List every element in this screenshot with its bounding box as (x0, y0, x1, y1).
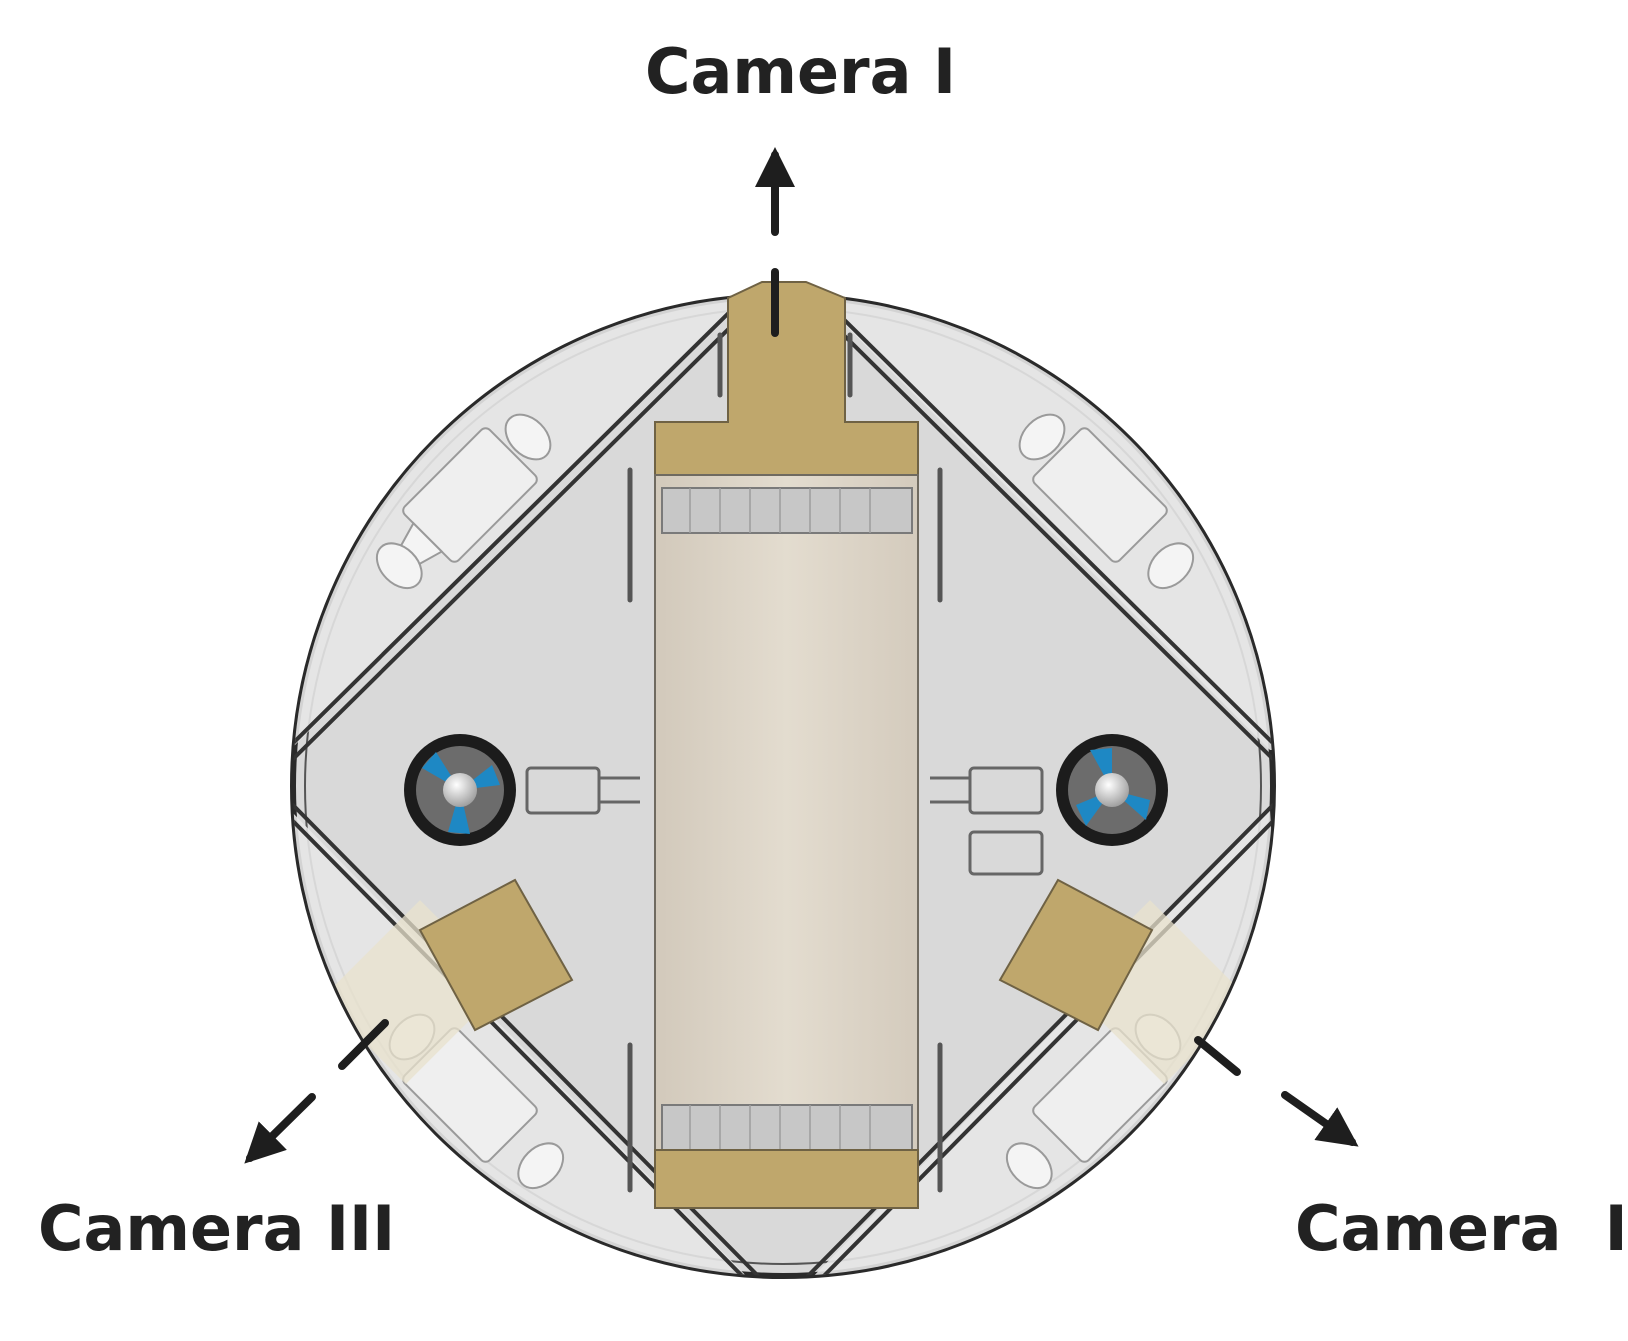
mount-plate-right (998, 878, 1154, 1032)
bracket-right (930, 766, 1044, 876)
guide-slots (627, 332, 943, 1193)
vertical-thruster-right (1056, 734, 1168, 846)
vertical-thruster-left (404, 734, 516, 846)
camera-2-label: Camera II (1295, 1192, 1628, 1265)
bracket-left (525, 766, 640, 815)
camera-1-label: Camera I (645, 35, 956, 108)
side-thruster-top-right (1018, 413, 1195, 590)
camera-2-indicator (1194, 1036, 1359, 1147)
side-thruster-top-left (375, 413, 552, 590)
central-battery-tube (654, 281, 919, 1209)
mount-plate-left (418, 878, 574, 1032)
camera-3-label: Camera III (38, 1192, 395, 1265)
camera-3-indicator (244, 1019, 389, 1164)
